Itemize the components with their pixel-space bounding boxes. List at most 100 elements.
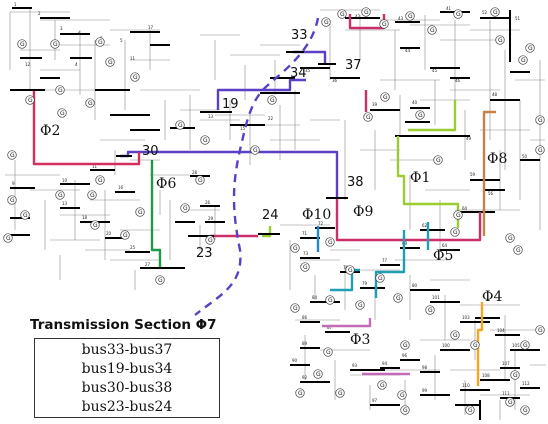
generator-icon bbox=[520, 340, 530, 350]
bus-label-24: 24 bbox=[262, 208, 279, 223]
generator-symbol: G bbox=[208, 237, 213, 244]
generator-symbol: G bbox=[98, 39, 103, 46]
generator-symbol: G bbox=[123, 232, 128, 239]
generator-symbol: G bbox=[456, 11, 461, 18]
generator-symbol: G bbox=[6, 235, 11, 242]
generator-symbol: G bbox=[298, 390, 303, 397]
section-label-phi10: Φ10 bbox=[302, 207, 331, 223]
svg-text:4: 4 bbox=[75, 62, 78, 67]
legend-item: bus23-bus24 bbox=[81, 398, 173, 415]
generator-icon bbox=[518, 55, 528, 65]
generator-symbol: G bbox=[400, 392, 405, 399]
svg-text:16: 16 bbox=[118, 185, 124, 190]
generator-symbol: G bbox=[498, 37, 503, 44]
generator-icon bbox=[175, 120, 185, 130]
svg-text:13: 13 bbox=[208, 114, 214, 119]
generator-symbol: G bbox=[408, 13, 413, 20]
generator-symbol: G bbox=[58, 192, 63, 199]
generator-symbol: G bbox=[28, 97, 33, 104]
generator-icon bbox=[335, 388, 345, 398]
generator-symbol: G bbox=[293, 245, 298, 252]
generator-symbol: G bbox=[328, 239, 333, 246]
svg-text:6: 6 bbox=[78, 31, 81, 36]
generator-symbol: G bbox=[10, 197, 15, 204]
generator-icon bbox=[535, 145, 545, 155]
generator-symbol: G bbox=[60, 110, 65, 117]
generator-icon bbox=[205, 235, 215, 245]
generator-icon bbox=[345, 265, 355, 275]
generator-symbol: G bbox=[53, 41, 58, 48]
generator-symbol: G bbox=[508, 235, 513, 242]
generator-symbol: G bbox=[383, 94, 388, 101]
generator-icon bbox=[55, 85, 65, 95]
phi1-line bbox=[396, 136, 460, 228]
phi10-24 bbox=[262, 226, 272, 238]
generator-symbol: G bbox=[58, 87, 63, 94]
generator-symbol: G bbox=[428, 307, 433, 314]
generator-icon bbox=[453, 9, 463, 19]
svg-text:42: 42 bbox=[355, 14, 361, 19]
generator-symbol: G bbox=[93, 222, 98, 229]
svg-text:71: 71 bbox=[302, 231, 308, 236]
svg-text:3: 3 bbox=[60, 26, 63, 31]
svg-text:73: 73 bbox=[303, 251, 309, 256]
bus-label-23: 23 bbox=[196, 246, 213, 261]
phi1-line2 bbox=[408, 100, 457, 132]
legend-item: bus30-bus38 bbox=[81, 379, 173, 396]
generator-icon bbox=[313, 369, 323, 379]
phi8-line bbox=[482, 110, 496, 236]
generator-icon bbox=[105, 57, 115, 67]
generator-icon bbox=[295, 388, 305, 398]
generator-icon bbox=[427, 25, 437, 35]
svg-text:35: 35 bbox=[305, 68, 311, 73]
svg-text:60: 60 bbox=[462, 206, 468, 211]
generator-symbol: G bbox=[340, 11, 345, 18]
generator-icon bbox=[490, 7, 500, 17]
generator-symbol: G bbox=[328, 297, 333, 304]
generator-symbol: G bbox=[538, 147, 543, 154]
generator-icon bbox=[510, 370, 520, 380]
svg-text:86: 86 bbox=[302, 315, 308, 320]
generator-icon bbox=[85, 98, 95, 108]
generator-symbol: G bbox=[366, 114, 371, 121]
svg-text:96: 96 bbox=[402, 353, 408, 358]
generator-symbol: G bbox=[436, 157, 441, 164]
generator-symbol: G bbox=[456, 212, 461, 219]
bus-label-38: 38 bbox=[347, 175, 364, 190]
generator-icon bbox=[290, 303, 300, 313]
generator-icon bbox=[495, 35, 505, 45]
generator-icon bbox=[50, 39, 60, 49]
generator-symbol: G bbox=[98, 177, 103, 184]
generator-symbol: G bbox=[10, 152, 15, 159]
svg-text:104: 104 bbox=[497, 328, 505, 333]
bus-label-34: 34 bbox=[290, 66, 307, 81]
generator-icon bbox=[25, 95, 35, 105]
svg-text:12: 12 bbox=[25, 62, 31, 67]
generator-icon bbox=[453, 210, 463, 220]
generator-symbol: G bbox=[178, 122, 183, 129]
section-label-phi8: Φ8 bbox=[487, 151, 507, 167]
svg-text:29: 29 bbox=[208, 216, 214, 221]
generator-symbol: G bbox=[326, 349, 331, 356]
generator-symbol: G bbox=[348, 267, 353, 274]
legend-item: bus19-bus34 bbox=[81, 360, 173, 377]
generator-symbol: G bbox=[364, 9, 369, 16]
generator-icon bbox=[405, 11, 415, 21]
svg-text:64: 64 bbox=[442, 243, 448, 248]
section-label-phi2: Φ2 bbox=[40, 123, 60, 139]
phi9-line bbox=[335, 198, 482, 242]
generator-icon bbox=[470, 340, 480, 350]
section-label-phi5: Φ5 bbox=[433, 248, 453, 264]
generator-symbol: G bbox=[358, 302, 363, 309]
svg-text:107: 107 bbox=[502, 361, 510, 366]
generator-symbol: G bbox=[521, 57, 526, 64]
svg-text:79: 79 bbox=[362, 281, 368, 286]
svg-text:17: 17 bbox=[148, 25, 154, 30]
generator-icon bbox=[17, 39, 27, 49]
generator-symbol: G bbox=[303, 264, 308, 271]
generator-icon bbox=[380, 92, 390, 102]
generator-icon bbox=[505, 233, 515, 243]
generator-icon bbox=[450, 227, 460, 237]
legend-item: bus33-bus37 bbox=[81, 341, 173, 358]
